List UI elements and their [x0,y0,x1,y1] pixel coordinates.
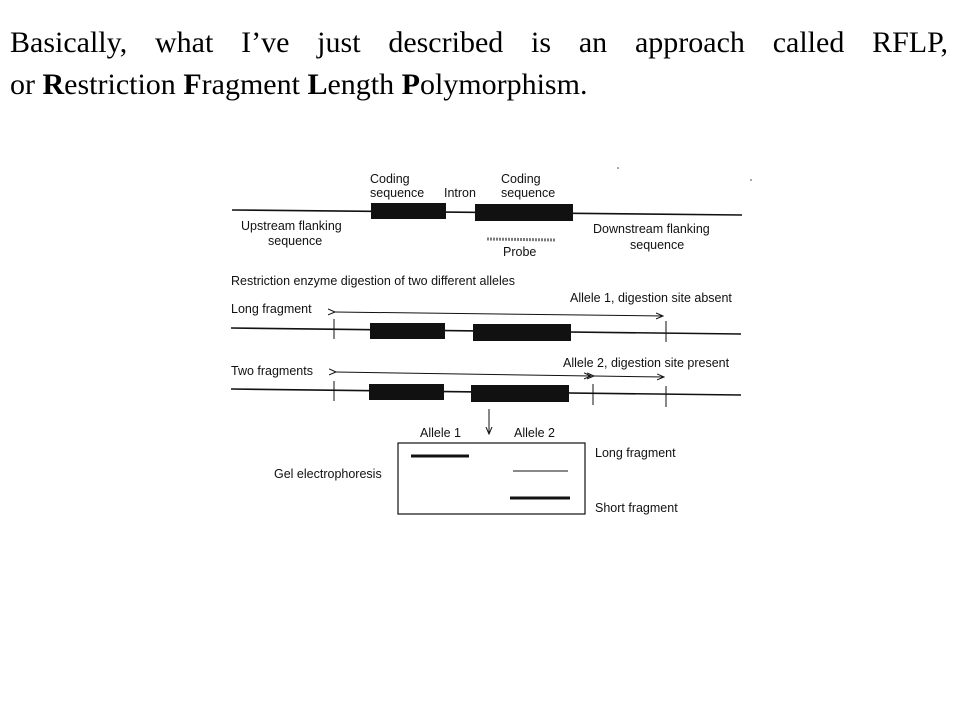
allele2-long-span-arrow [336,372,591,376]
line2-prefix: or [10,68,43,101]
slide-text-line-1: Basically, what I’ve just described is a… [10,26,948,59]
word-length-rest: ength [327,68,402,101]
speck-mark [617,167,619,169]
downstream-label-line2: sequence [630,238,684,252]
acronym-letter-l: L [307,68,328,101]
coding-exon-left [371,203,446,219]
word-restriction-rest: estriction [64,68,184,101]
allele2-left-label: Two fragments [231,364,313,378]
gel-long-fragment-label: Long fragment [595,446,676,460]
allele1-left-label: Long fragment [231,302,312,316]
upstream-label-line2: sequence [268,234,322,248]
allele2-short-span-arrow [594,376,664,377]
acronym-letter-f: F [183,68,202,101]
allele2-exon-right [471,385,569,402]
coding-right-label-line1: Coding [501,172,541,186]
acronym-letter-r: R [42,68,65,101]
digestion-title: Restriction enzyme digestion of two diff… [231,274,515,288]
probe-mark [486,237,557,242]
word-fragment-rest: ragment [201,68,308,101]
coding-left-label-line1: Coding [370,172,410,186]
allele2-exon-left [369,384,444,400]
coding-exon-right [475,204,573,221]
allele-1-track: Long fragment Allele 1, digestion site a… [230,291,742,342]
allele1-right-label: Allele 1, digestion site absent [570,291,732,305]
upstream-label-line1: Upstream flanking [241,219,342,233]
allele1-span-arrow [335,312,663,316]
slide-text-line-2: or Restriction Fragment Length Polymorph… [10,64,948,106]
gel-box [397,442,586,515]
acronym-letter-p: P [401,68,420,101]
coding-left-label-line2: sequence [370,186,424,200]
probe-label: Probe [503,245,536,259]
gel-lane2-label: Allele 2 [514,426,555,440]
coding-right-label-line2: sequence [501,186,555,200]
downstream-label-line1: Downstream flanking [593,222,710,236]
intron-label: Intron [444,186,476,200]
slide-body-text: Basically, what I’ve just described is a… [10,22,948,106]
gel-lane1-label: Allele 1 [420,426,461,440]
allele-2-track: Two fragments Allele 2, digestion site p… [230,356,742,407]
gene-structure: Coding sequence Intron Coding sequence U… [231,172,743,259]
speck-mark [750,179,752,181]
gel-title: Gel electrophoresis [274,467,382,481]
allele1-exon-left [370,323,445,339]
word-polymorphism-rest: olymorphism. [419,68,588,101]
allele1-exon-right [473,324,571,341]
gel-short-fragment-label: Short fragment [595,501,678,515]
allele2-right-label: Allele 2, digestion site present [563,356,730,370]
gel-electrophoresis: Allele 1 Allele 2 Gel electrophoresis Lo… [274,426,678,515]
